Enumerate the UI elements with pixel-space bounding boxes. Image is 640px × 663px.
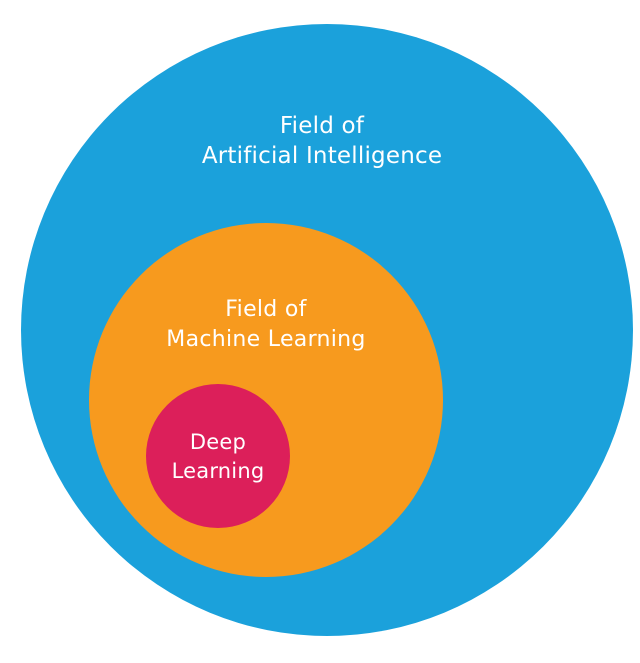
dl-label-line1: Deep [190,430,246,454]
dl-label-line2: Learning [172,459,265,483]
ai-label-line1: Field of [280,113,365,139]
machine-learning-circle [89,223,443,577]
ml-label-line1: Field of [225,297,307,322]
ml-label-line2: Machine Learning [166,327,365,352]
deep-learning-circle [146,384,290,528]
ai-label-line2: Artificial Intelligence [202,143,442,169]
